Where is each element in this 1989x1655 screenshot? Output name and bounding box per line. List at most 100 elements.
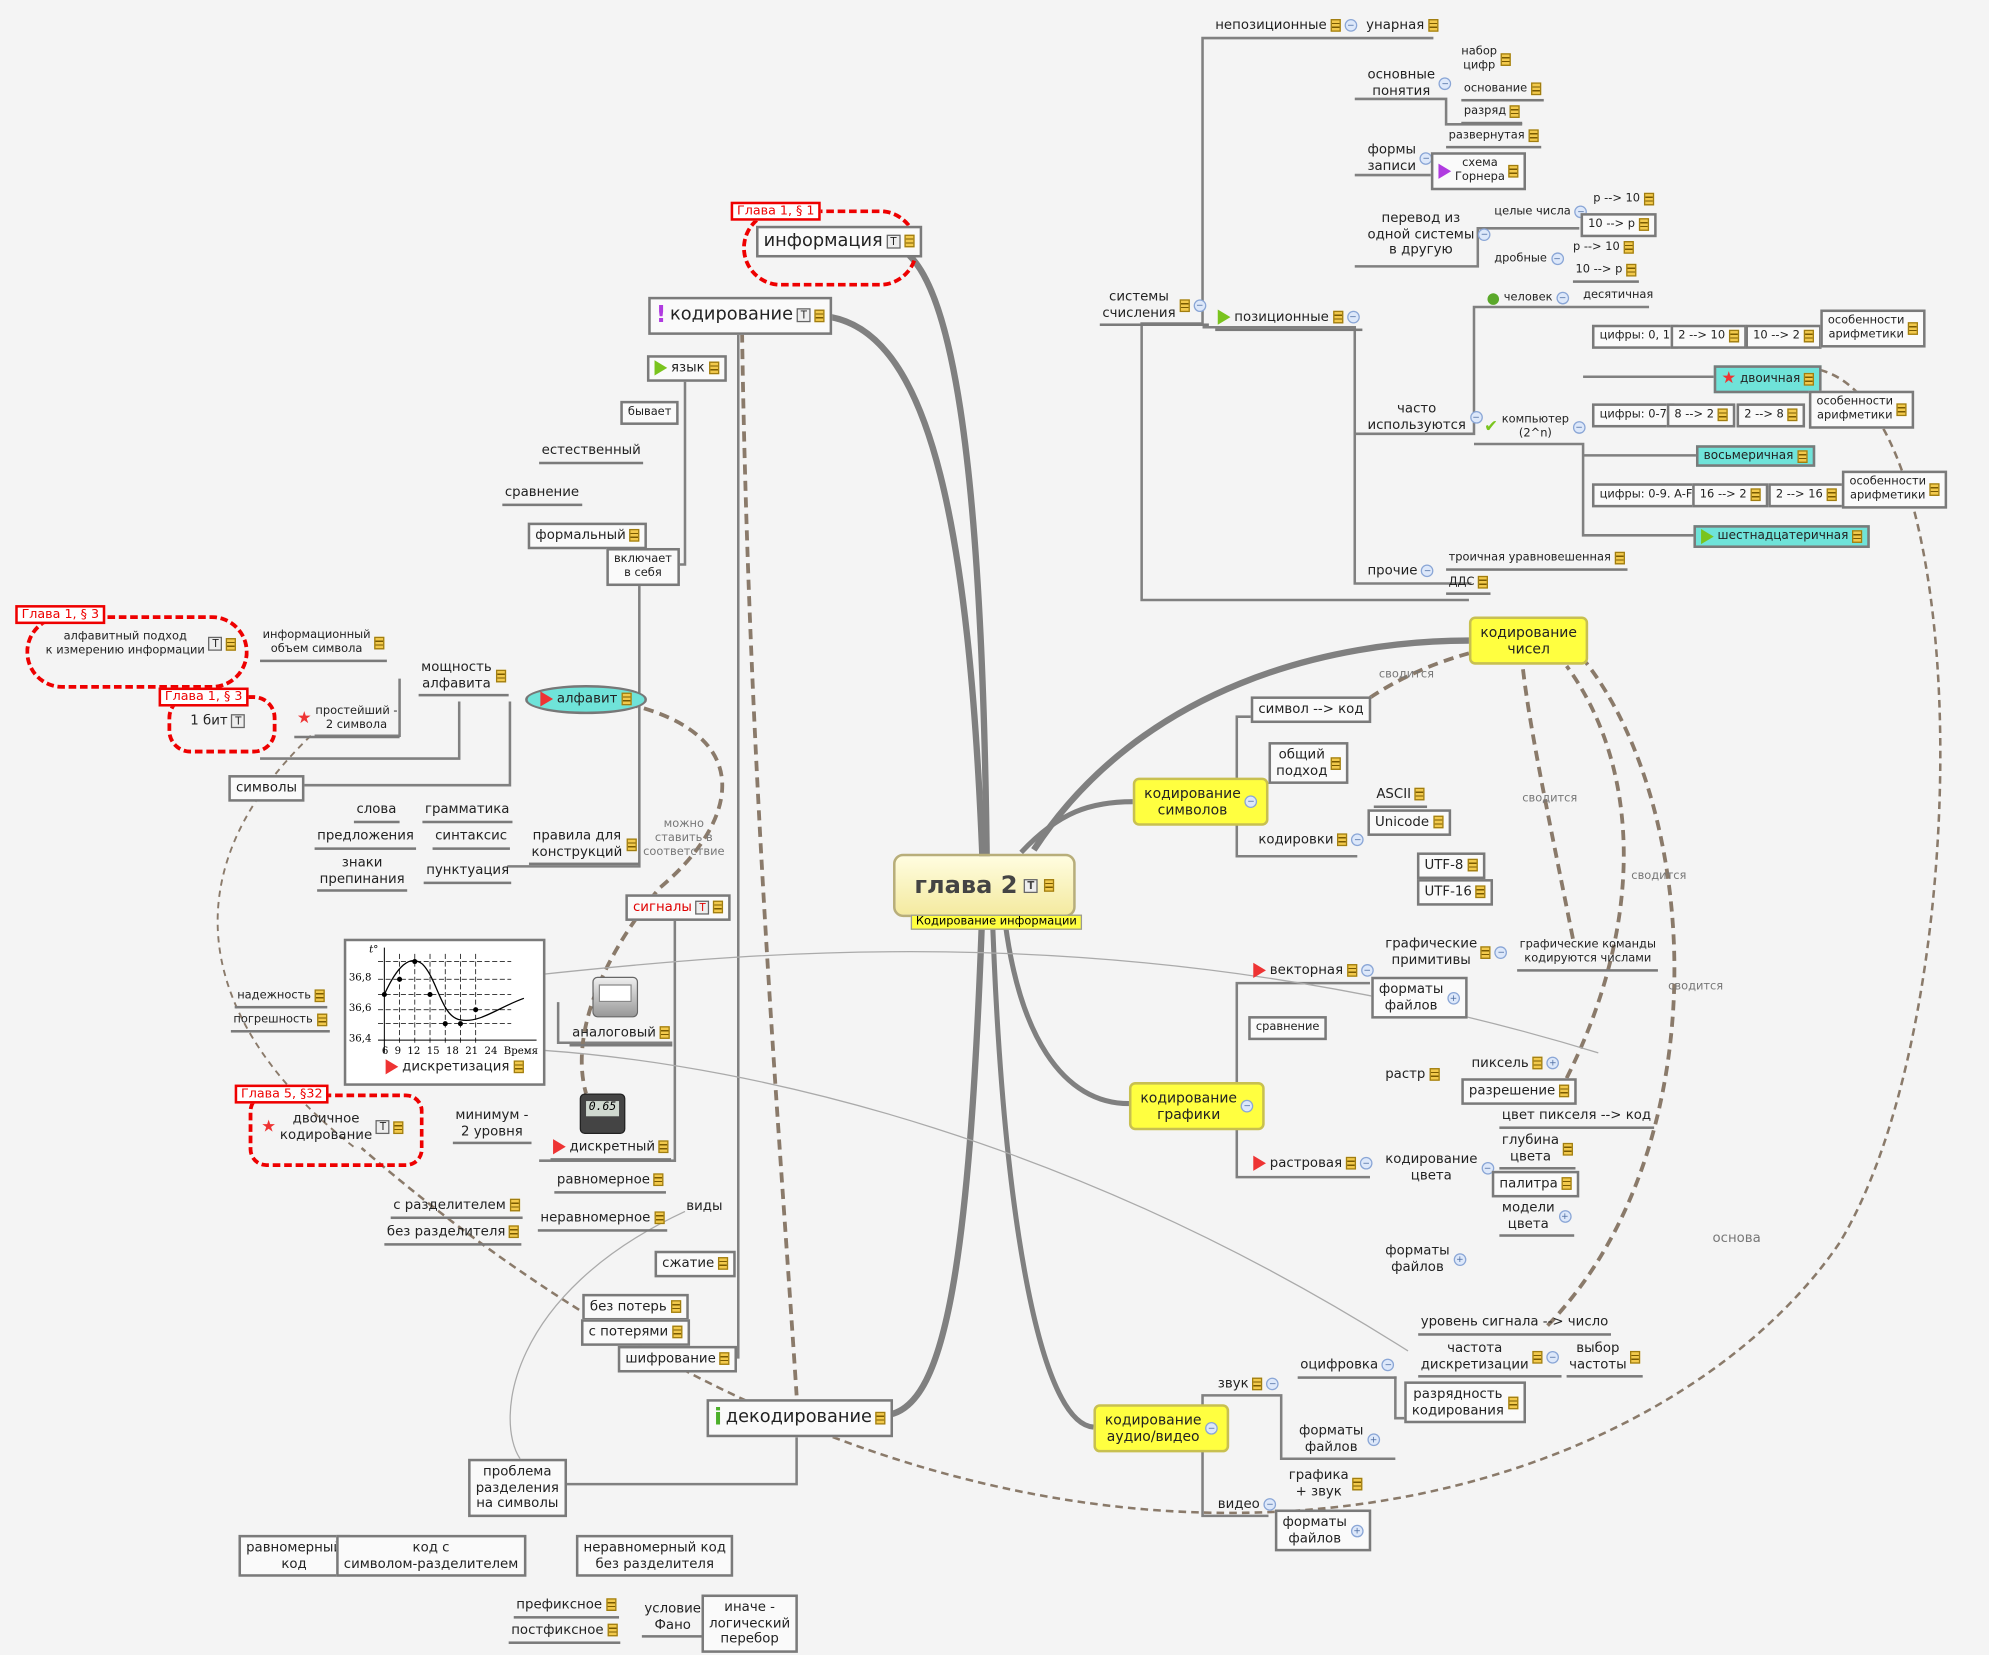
topic-kod-audio[interactable]: кодирование аудио/видео− [1093, 1404, 1230, 1453]
note-icon[interactable] [621, 692, 632, 706]
collapse-icon[interactable]: − [1205, 1422, 1218, 1435]
expand-icon[interactable]: + [1350, 1524, 1364, 1537]
note-icon[interactable] [1179, 298, 1190, 312]
topic-10pb[interactable]: 10 --> p [1572, 264, 1639, 283]
topic-postfiksnoe[interactable]: постфиксное [508, 1622, 621, 1644]
topic-rastrovaya[interactable]: растровая− [1253, 1156, 1373, 1172]
note-icon[interactable] [629, 529, 640, 543]
reference-tag[interactable]: Глава 1, § 3 [158, 687, 249, 707]
topic-inache[interactable]: иначе - логический перебор [701, 1594, 798, 1653]
topic-palitra[interactable]: палитра [1491, 1170, 1580, 1197]
topic-kod-tsveta[interactable]: кодирование цвета− [1385, 1152, 1494, 1184]
topic-fano[interactable]: условие Фано [641, 1601, 704, 1638]
note-icon[interactable] [495, 669, 506, 682]
note-icon[interactable] [1509, 105, 1521, 119]
note-icon[interactable] [1638, 218, 1649, 232]
note-icon[interactable] [509, 1225, 520, 1239]
topic-razryadnost[interactable]: разрядность кодирования [1404, 1381, 1526, 1424]
topic-bez-poter[interactable]: без потерь [582, 1293, 689, 1320]
topic-sravnenie2[interactable]: сравнение [1248, 1016, 1328, 1040]
topic-diskretizatsiya[interactable]: дискретизация [385, 1059, 524, 1075]
note-icon[interactable] [1531, 82, 1542, 96]
note-icon[interactable] [654, 1211, 665, 1225]
note-icon[interactable] [1475, 885, 1486, 899]
note-icon[interactable] [513, 1060, 524, 1074]
reference-tag[interactable]: Глава 1, § 1 [730, 201, 821, 221]
topic-osnova[interactable]: основа [1712, 1230, 1760, 1246]
note-icon[interactable] [671, 1325, 683, 1339]
topic-grafika-zvuk[interactable]: графика + звук [1289, 1468, 1363, 1500]
topic-b2-10[interactable]: 2 --> 10 [1670, 324, 1747, 349]
topic-pravila[interactable]: правила для конструкций [528, 828, 639, 866]
collapse-icon[interactable]: − [1438, 76, 1452, 90]
topic-alfavit[interactable]: алфавит [525, 684, 647, 714]
topic-troichnaya[interactable]: троичная уравновешенная [1446, 552, 1628, 571]
central-topic[interactable]: глава 2 T [893, 853, 1076, 918]
topic-formaty4[interactable]: форматы файлов+ [1274, 1509, 1372, 1552]
topic-info-obem[interactable]: информационный объем символа [260, 629, 388, 662]
note-icon[interactable] [1562, 1142, 1573, 1156]
topic-b2-16[interactable]: 2 --> 16 [1768, 483, 1845, 508]
topic-vektornaya[interactable]: векторная− [1253, 963, 1374, 979]
topic-tsvet-piks[interactable]: цвет пикселя --> код [1499, 1107, 1654, 1129]
topic-10pa[interactable]: 10 --> p [1580, 213, 1657, 237]
topic-graf-komandy[interactable]: графические команды кодируются числами [1517, 939, 1659, 972]
topic-osob3[interactable]: особенности арифметики [1841, 470, 1948, 509]
topic-neravn-kod[interactable]: неравномерный код без разделителя [575, 1534, 734, 1577]
topic-b10-2[interactable]: 10 --> 2 [1745, 324, 1822, 349]
collapse-icon[interactable]: − [1572, 420, 1586, 434]
collapse-icon[interactable]: − [1244, 795, 1258, 809]
note-icon[interactable] [1626, 264, 1637, 278]
collapse-icon[interactable]: − [1351, 833, 1365, 847]
note-icon[interactable] [1331, 756, 1342, 770]
topic-uroven[interactable]: уровень сигнала --> число [1418, 1314, 1611, 1336]
note-icon[interactable] [1852, 530, 1863, 543]
topic-slova[interactable]: слова [353, 802, 399, 823]
topic-kodirovki[interactable]: кодировки− [1258, 832, 1365, 848]
topic-tselye[interactable]: целые числа− [1494, 205, 1588, 219]
topic-piksel[interactable]: пиксель+ [1471, 1055, 1560, 1071]
topic-yazyk[interactable]: язык [646, 355, 727, 382]
note-icon[interactable] [1896, 403, 1908, 416]
topic-desyatichnaya[interactable]: десятичная [1583, 289, 1653, 303]
note-icon[interactable] [1929, 483, 1941, 496]
collapse-icon[interactable]: − [1360, 964, 1374, 978]
topic-kod-chisel[interactable]: кодирование чисел [1468, 616, 1589, 666]
topic-formaty1[interactable]: форматы файлов+ [1371, 976, 1468, 1019]
topic-osnovanie[interactable]: основание [1461, 82, 1544, 102]
topic-razreshenie[interactable]: разрешение [1461, 1078, 1577, 1105]
topic-perevod[interactable]: перевод из одной системы в другую− [1367, 211, 1491, 259]
topic-estestvennyi[interactable]: естественный [539, 443, 644, 464]
expand-icon[interactable]: + [1367, 1432, 1380, 1446]
topic-utf16[interactable]: UTF-16 [1416, 879, 1494, 906]
note-icon[interactable] [1337, 833, 1348, 847]
note-icon[interactable] [1728, 330, 1740, 343]
note-icon[interactable] [1787, 408, 1798, 422]
topic-unicode[interactable]: Unicode [1367, 809, 1451, 836]
note-icon[interactable] [1414, 788, 1426, 801]
topic-glubina[interactable]: глубина цвета [1499, 1133, 1576, 1170]
note-icon[interactable] [1559, 1084, 1570, 1098]
expand-icon[interactable]: + [1546, 1057, 1560, 1070]
collapse-icon[interactable]: − [1469, 410, 1483, 424]
topic-formalnyi[interactable]: формальный [527, 522, 648, 549]
topic-kod-s-simv[interactable]: код с символом-разделителем [336, 1534, 526, 1577]
note-icon[interactable] [1797, 449, 1808, 463]
topic-pogreshnost[interactable]: погрешность [230, 1014, 330, 1033]
topic-alf-podhod[interactable]: алфавитный подход к измерению информации… [46, 630, 237, 657]
note-icon[interactable] [1532, 1350, 1543, 1364]
note-icon[interactable] [374, 636, 385, 650]
note-icon[interactable] [1561, 1177, 1572, 1191]
note-icon[interactable] [316, 1014, 327, 1027]
topic-sintaksis[interactable]: синтаксис [432, 828, 510, 850]
collapse-icon[interactable]: − [1546, 1350, 1560, 1364]
collapse-icon[interactable]: − [1381, 1358, 1395, 1372]
note-icon[interactable] [1332, 311, 1343, 324]
note-icon[interactable] [719, 1352, 730, 1366]
note-icon[interactable] [1500, 53, 1512, 66]
